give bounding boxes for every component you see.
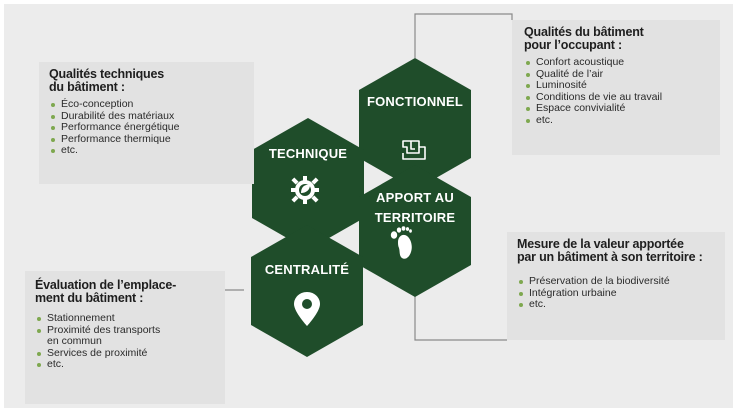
card-title-line2: du bâtiment :: [49, 80, 125, 94]
list-item: Préservation de la biodiversité: [517, 275, 725, 288]
card-title: Évaluation de l’emplace- ment du bâtimen…: [35, 279, 225, 305]
list-item: Luminosité: [524, 80, 720, 92]
list-item: Services de proximité: [35, 347, 225, 360]
connector-apport: [414, 295, 507, 341]
list-item: Proximité des transports: [35, 324, 225, 337]
floorplan-icon: [402, 140, 426, 160]
list-item: Qualité de l’air: [524, 68, 720, 81]
list-item: etc.: [524, 114, 720, 127]
card-title-line1: Évaluation de l’emplace-: [35, 278, 177, 292]
list-item: Espace convivialité: [524, 103, 720, 115]
hexagon-label-technique: TECHNIQUE: [268, 146, 348, 161]
list-item: Éco-conception: [49, 98, 254, 111]
bullet-list: Confort acoustique Qualité de l’air Lumi…: [524, 56, 720, 127]
list-item: etc.: [35, 359, 225, 371]
list-item: etc.: [49, 145, 254, 157]
card-title: Mesure de la valeur apportée par un bâti…: [517, 238, 725, 264]
card-qualites-techniques: Qualités techniques du bâtiment : Éco-co…: [39, 62, 254, 184]
hexagon-label-apport-line2: TERRITOIRE: [374, 210, 456, 225]
card-title-line1: Qualités du bâtiment: [524, 25, 644, 39]
list-item: en commun: [47, 335, 102, 348]
list-item: Intégration urbaine: [517, 287, 725, 300]
list-item: Stationnement: [35, 312, 225, 325]
bullet-list: Stationnement Proximité des transports e…: [35, 312, 225, 371]
hexagon-centralite: [251, 225, 363, 357]
card-evaluation-emplacement: Évaluation de l’emplace- ment du bâtimen…: [25, 271, 225, 404]
hexagon-label-apport-line1: APPORT AU: [376, 190, 454, 205]
hexagon-apport: [359, 165, 471, 297]
connector-fonctionnel: [414, 13, 513, 58]
card-title: Qualités du bâtiment pour l’occupant :: [524, 26, 720, 52]
list-item: Performance thermique: [49, 133, 254, 146]
card-title: Qualités techniques du bâtiment :: [49, 68, 254, 94]
list-item: etc.: [517, 299, 725, 311]
card-title-line2: ment du bâtiment :: [35, 291, 144, 305]
card-valeur-territoire: Mesure de la valeur apportée par un bâti…: [507, 232, 725, 340]
card-title-line2: par un bâtiment à son territoire :: [517, 250, 703, 264]
list-item: Performance énergétique: [49, 122, 254, 134]
location-pin-icon: [294, 292, 320, 326]
card-title-line1: Qualités techniques: [49, 67, 164, 81]
list-item: Conditions de vie au travail: [524, 91, 720, 104]
card-title-line2: pour l’occupant :: [524, 38, 622, 52]
card-title-line1: Mesure de la valeur apportée: [517, 237, 684, 251]
hexagon-fonctionnel: [359, 58, 471, 190]
list-item: Durabilité des matériaux: [49, 110, 254, 123]
card-qualites-occupant: Qualités du bâtiment pour l’occupant : C…: [512, 20, 720, 155]
footprint-icon: [390, 226, 412, 259]
list-item: Confort acoustique: [524, 56, 720, 69]
gear-leaf-icon: [291, 176, 319, 204]
hexagon-label-fonctionnel: FONCTIONNEL: [366, 94, 464, 109]
hexagon-label-centralite: CENTRALITÉ: [264, 262, 350, 277]
bullet-list: Éco-conception Durabilité des matériaux …: [49, 98, 254, 157]
bullet-list: Préservation de la biodiversité Intégrat…: [517, 275, 725, 311]
